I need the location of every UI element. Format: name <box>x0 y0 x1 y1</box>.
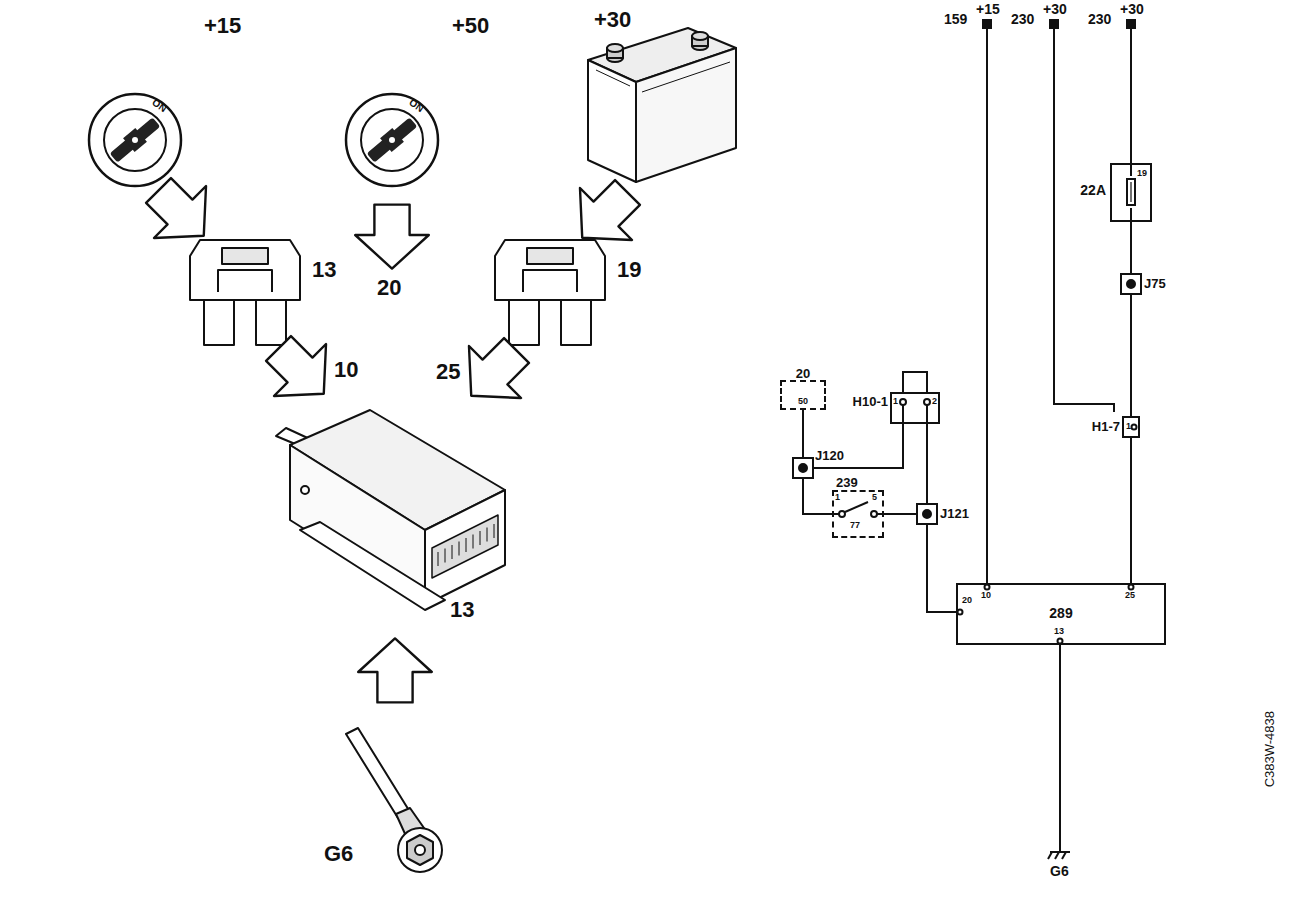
battery <box>588 28 736 182</box>
flow-arrow <box>355 205 429 269</box>
node-label: 20 <box>796 367 810 381</box>
fuse-number: 13 <box>312 258 336 282</box>
splice: J121 <box>916 503 938 525</box>
terminal-label: +30 <box>594 8 631 32</box>
node-label: 19 <box>1137 169 1147 179</box>
terminal-label: +50 <box>452 14 489 38</box>
pin-number: 10 <box>981 591 991 601</box>
wire <box>927 525 956 612</box>
node-label: 50 <box>798 397 808 407</box>
node-label: 1 <box>1126 422 1131 432</box>
pin-number: 5 <box>872 493 877 503</box>
ignition-key <box>346 94 438 186</box>
wire-number: 230 <box>1011 12 1034 27</box>
wire <box>814 424 903 468</box>
terminal-label: +15 <box>204 14 241 38</box>
pin-number: 25 <box>436 360 460 384</box>
pin-number: 1 <box>835 493 840 503</box>
pin-number: 25 <box>1125 591 1135 601</box>
wire <box>884 514 916 515</box>
node-label: J121 <box>940 507 969 521</box>
figure-code: C383W-4838 <box>1263 699 1277 799</box>
pin-number: 13 <box>450 598 474 622</box>
splice: J75 <box>1120 273 1142 295</box>
flow-arrow <box>556 166 653 263</box>
node-label: 289 <box>1049 606 1072 621</box>
node-label: J120 <box>815 449 844 463</box>
pin-number: 13 <box>1054 627 1064 637</box>
wire <box>1131 438 1132 583</box>
terminal-label: +30 <box>1043 2 1067 17</box>
node-label: 239 <box>836 476 858 490</box>
control-module <box>276 410 505 610</box>
terminal-label: +15 <box>976 2 1000 17</box>
connector-box: H1-71 <box>1122 416 1140 438</box>
wire <box>1131 295 1132 416</box>
wire-number: 159 <box>944 12 967 27</box>
pin-number: 77 <box>850 521 860 531</box>
schematic-wiring <box>799 20 1137 859</box>
pin-number: 1 <box>893 397 898 407</box>
ground-label: G6 <box>1050 864 1069 879</box>
fuse-box: 22A19 <box>1110 163 1152 222</box>
wire <box>803 479 832 514</box>
pin-number: 10 <box>334 358 358 382</box>
blade-fuse <box>190 240 300 345</box>
pin-number: 20 <box>377 276 401 300</box>
terminal-label: +30 <box>1120 2 1144 17</box>
blade-fuse <box>495 240 605 345</box>
flow-arrow <box>132 164 229 261</box>
node-label: H10-1 <box>853 395 888 409</box>
flow-arrow <box>358 638 432 702</box>
splice: J120 <box>792 457 814 479</box>
node-label: J75 <box>1144 277 1166 291</box>
pin-number: 20 <box>962 596 972 606</box>
node-label: H1-7 <box>1092 420 1120 434</box>
wire <box>1131 222 1132 273</box>
component-box: 2050 <box>780 380 826 410</box>
pin-number: 2 <box>932 397 937 407</box>
ignition-key <box>89 94 181 186</box>
fuse-number: 19 <box>617 258 641 282</box>
ground-connector <box>346 728 442 872</box>
wire-number: 230 <box>1088 12 1111 27</box>
wire <box>803 410 804 457</box>
ground-label: G6 <box>324 842 353 866</box>
wire <box>927 424 928 503</box>
node-label: 22A <box>1080 183 1106 198</box>
